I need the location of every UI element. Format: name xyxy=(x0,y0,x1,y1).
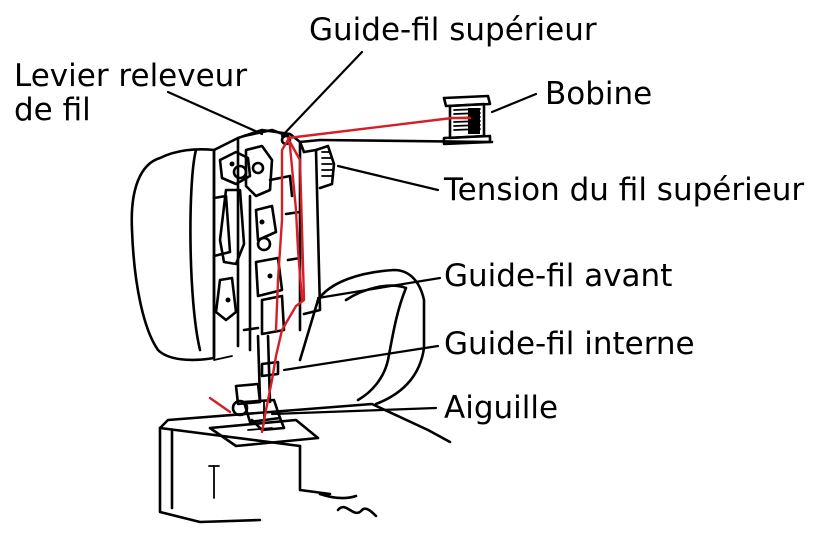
label-spool: Bobine xyxy=(545,76,652,112)
leader-front-guide xyxy=(316,276,442,300)
spool-icon xyxy=(442,94,492,146)
machine-head xyxy=(212,128,494,358)
label-front-thread-guide: Guide-fil avant xyxy=(444,258,672,294)
leader-tension xyxy=(336,164,440,192)
thread-path xyxy=(208,116,472,434)
face-cover xyxy=(130,147,233,362)
label-upper-thread-guide: Guide-fil supérieur xyxy=(309,12,597,48)
leader-upper-thread-guide xyxy=(280,50,364,138)
leader-take-up-lever xyxy=(166,90,264,136)
label-needle: Aiguille xyxy=(444,390,558,426)
leader-lines xyxy=(166,50,538,416)
machine-bed xyxy=(158,402,452,524)
label-upper-tension: Tension du fil supérieur xyxy=(443,172,804,208)
leader-inner-guide xyxy=(282,344,440,372)
leader-spool xyxy=(490,92,538,114)
label-take-up-lever-line1: Levier releveur xyxy=(14,58,247,94)
label-take-up-lever-line2: de fil xyxy=(14,92,91,128)
label-inner-thread-guide: Guide-fil interne xyxy=(444,326,695,362)
sewing-machine-illustration xyxy=(130,94,494,524)
labels: Guide-fil supérieur Levier releveur de f… xyxy=(14,12,804,426)
needle-assembly xyxy=(231,334,286,432)
tension-dial xyxy=(314,144,336,190)
leader-needle xyxy=(270,406,438,416)
